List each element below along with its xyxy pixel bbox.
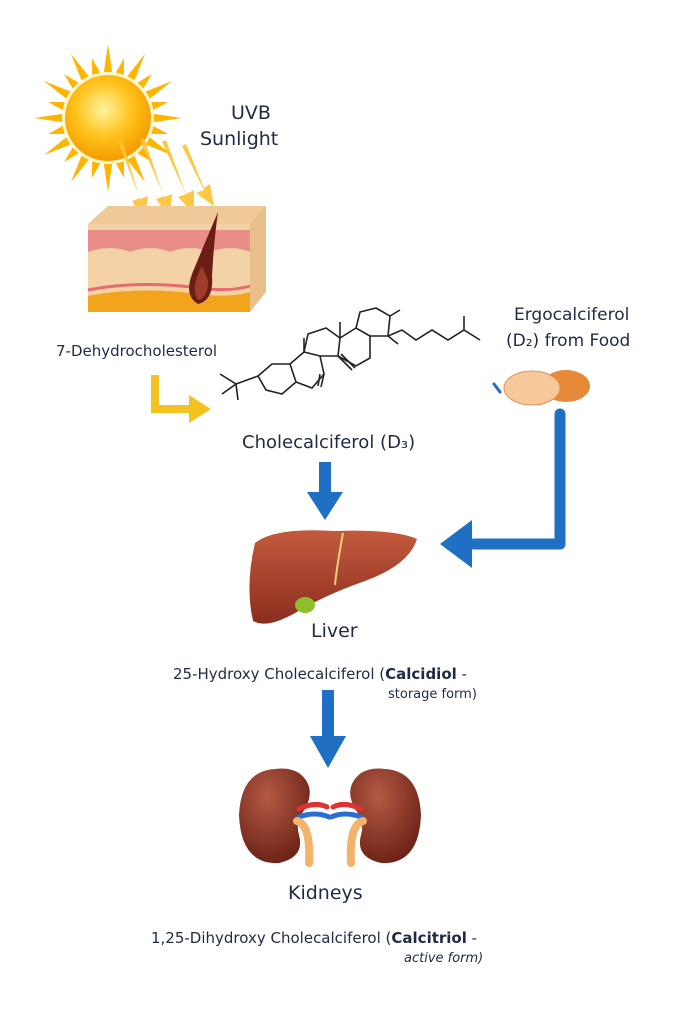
sun-ray (145, 81, 173, 99)
yellow-conversion-arrow (151, 375, 211, 423)
liver-illustration (249, 530, 417, 624)
eggs-food-icon (492, 370, 590, 406)
sun-ray (115, 58, 125, 75)
blue-arrow-food-to-liver (440, 408, 566, 568)
sun-ray (127, 155, 145, 183)
calcitriol-bold-text: Calcitriol (391, 929, 467, 947)
calcitriol-dash: - (466, 929, 478, 947)
sun-ray (43, 81, 71, 99)
sun-ray (151, 125, 168, 135)
kidneys-label: Kidneys (288, 882, 363, 904)
calcidiol-dash: - (456, 665, 467, 683)
sun-ray (153, 113, 182, 123)
calcitriol-main-text: 1,25-Dihydroxy Cholecalciferol ( (151, 929, 392, 947)
calcitriol-note: active form) (404, 951, 484, 966)
sun-ray (91, 58, 101, 75)
calcitriol-product-label: 1,25-Dihydroxy Cholecalciferol (Calcitri… (151, 929, 477, 947)
calcidiol-product-label: 25-Hydroxy Cholecalciferol (Calcidiol - (173, 665, 467, 683)
sun-ray (64, 147, 79, 162)
sun-ray (145, 137, 173, 155)
dehydrocholesterol-label: 7-Dehydrocholesterol (56, 342, 218, 360)
sun-icon (34, 44, 182, 192)
sun-ray (91, 161, 101, 178)
sun-ray (64, 74, 79, 89)
calcidiol-note: storage form) (388, 687, 477, 702)
blue-arrow-d3-to-liver (307, 462, 343, 520)
uv-ray-arrows (118, 138, 214, 222)
ergocalciferol-label-line2: (D₂) from Food (506, 331, 631, 351)
calcidiol-main-text: 25-Hydroxy Cholecalciferol ( (173, 665, 386, 683)
sun-ray (43, 137, 71, 155)
sun-ray (48, 125, 65, 135)
sun-ray (71, 155, 89, 183)
sun-ray (115, 161, 125, 178)
liver-label: Liver (311, 620, 358, 642)
sun-ray (127, 53, 145, 81)
blue-arrow-liver-to-kidneys (310, 690, 346, 768)
sun-ray (137, 74, 152, 89)
ergocalciferol-label-line1: Ergocalciferol (514, 305, 630, 325)
sun-ray (71, 53, 89, 81)
sun-ray (48, 101, 65, 111)
cholecalciferol-molecule-structure (219, 307, 481, 401)
uvb-label-line1: UVB (231, 102, 271, 124)
calcidiol-bold-text: Calcidiol (385, 665, 457, 683)
uvb-label-line2: Sunlight (200, 128, 279, 150)
sun-ray (151, 101, 168, 111)
sun-ray (34, 113, 63, 123)
sun-ray (103, 163, 113, 192)
sun-ray (103, 44, 113, 73)
kidneys-illustration (239, 768, 421, 867)
skin-cross-section-illustration (87, 206, 266, 312)
cholecalciferol-d3-label: Cholecalciferol (D₃) (242, 432, 416, 453)
